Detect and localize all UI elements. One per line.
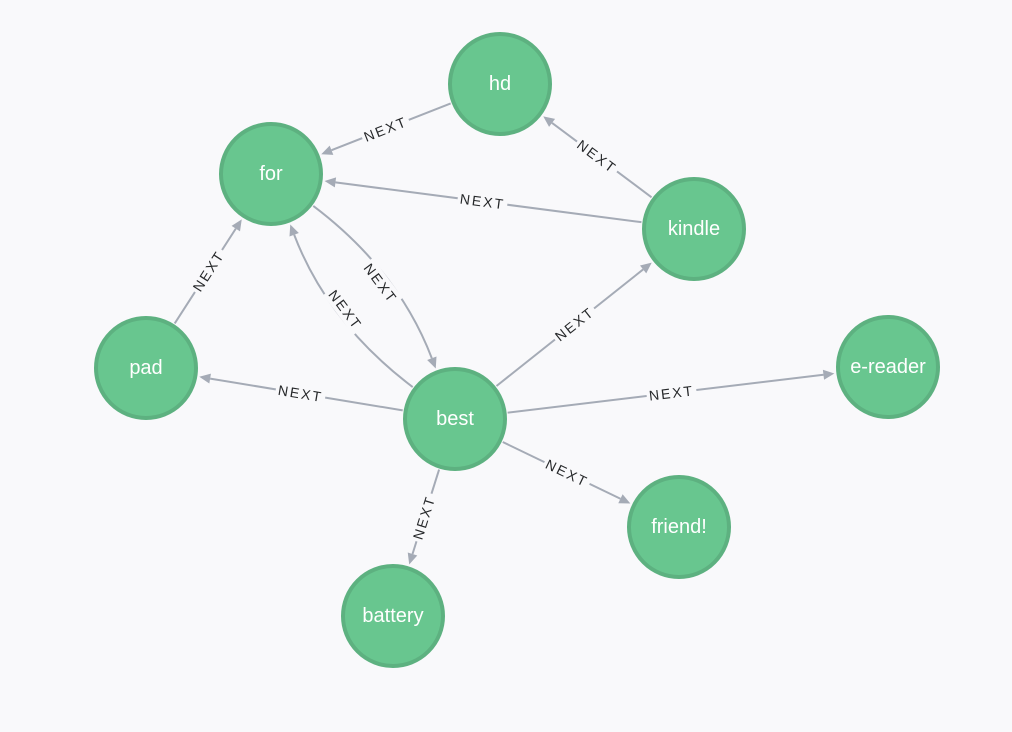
edge-arrowhead-icon — [199, 373, 211, 384]
edge-kindle-for[interactable]: NEXT — [324, 177, 642, 224]
edge-best-for[interactable]: NEXT — [289, 224, 414, 388]
edge-arrowhead-icon — [543, 116, 556, 127]
edge-label-backdrop — [274, 380, 327, 407]
node-circle[interactable] — [448, 32, 552, 136]
edge-arrowhead-icon — [324, 177, 337, 188]
edge-label-group: NEXT — [187, 245, 230, 297]
node-hd[interactable]: hd — [448, 32, 552, 136]
edge-label-group: NEXT — [549, 301, 600, 347]
node-circle[interactable] — [642, 177, 746, 281]
edge-best-pad[interactable]: NEXT — [199, 373, 403, 412]
edge-label-backdrop — [407, 490, 441, 545]
edge-label-backdrop — [540, 454, 594, 492]
edge-arrowhead-icon — [618, 494, 631, 504]
edge-hd-for[interactable]: NEXT — [321, 102, 452, 155]
edge-label-group: NEXT — [571, 134, 623, 179]
edge-label-backdrop — [645, 381, 698, 405]
node-circle[interactable] — [219, 122, 323, 226]
edge-label-backdrop — [323, 284, 368, 336]
edge-best-battery[interactable]: NEXT — [407, 469, 441, 565]
node-best[interactable]: best — [403, 367, 507, 471]
node-circle[interactable] — [836, 315, 940, 419]
node-circle[interactable] — [627, 475, 731, 579]
node-e-reader[interactable]: e-reader — [836, 315, 940, 419]
node-circle[interactable] — [403, 367, 507, 471]
edge-best-kindle[interactable]: NEXT — [495, 262, 652, 387]
node-friend[interactable]: friend! — [627, 475, 731, 579]
edge-arrowhead-icon — [321, 145, 334, 155]
edge-label-group: NEXT — [540, 454, 594, 492]
edge-label-backdrop — [456, 189, 509, 214]
edge-label-backdrop — [571, 134, 623, 179]
edge-best-e-reader[interactable]: NEXT — [507, 369, 835, 414]
node-pad[interactable]: pad — [94, 316, 198, 420]
edge-label-group: NEXT — [407, 490, 441, 545]
edge-label-group: NEXT — [323, 284, 368, 336]
node-kindle[interactable]: kindle — [642, 177, 746, 281]
node-layer: hd for kindle pad best e-reader friend! battery — [94, 32, 940, 668]
edge-label-backdrop — [549, 301, 600, 347]
node-circle[interactable] — [341, 564, 445, 668]
edge-pad-for[interactable]: NEXT — [173, 219, 242, 324]
edge-label-backdrop — [358, 111, 413, 147]
edge-arrowhead-icon — [822, 369, 835, 380]
edge-label-group: NEXT — [456, 189, 509, 214]
edge-for-best[interactable]: NEXT — [312, 205, 437, 369]
edge-kindle-hd[interactable]: NEXT — [543, 116, 653, 199]
edge-arrowhead-icon — [640, 262, 652, 274]
edge-arrowhead-icon — [231, 219, 242, 232]
edge-label-backdrop — [358, 257, 403, 309]
node-battery[interactable]: battery — [341, 564, 445, 668]
edge-arrowhead-icon — [289, 224, 299, 237]
node-for[interactable]: for — [219, 122, 323, 226]
edge-arrowhead-icon — [427, 356, 437, 369]
edge-arrowhead-icon — [407, 552, 418, 565]
edge-label-group: NEXT — [358, 111, 413, 147]
edge-label-backdrop — [187, 245, 230, 297]
edge-best-friend[interactable]: NEXT — [502, 441, 631, 504]
edge-label-group: NEXT — [645, 381, 698, 405]
edge-label-group: NEXT — [274, 380, 327, 407]
edge-label-group: NEXT — [358, 257, 403, 309]
node-circle[interactable] — [94, 316, 198, 420]
